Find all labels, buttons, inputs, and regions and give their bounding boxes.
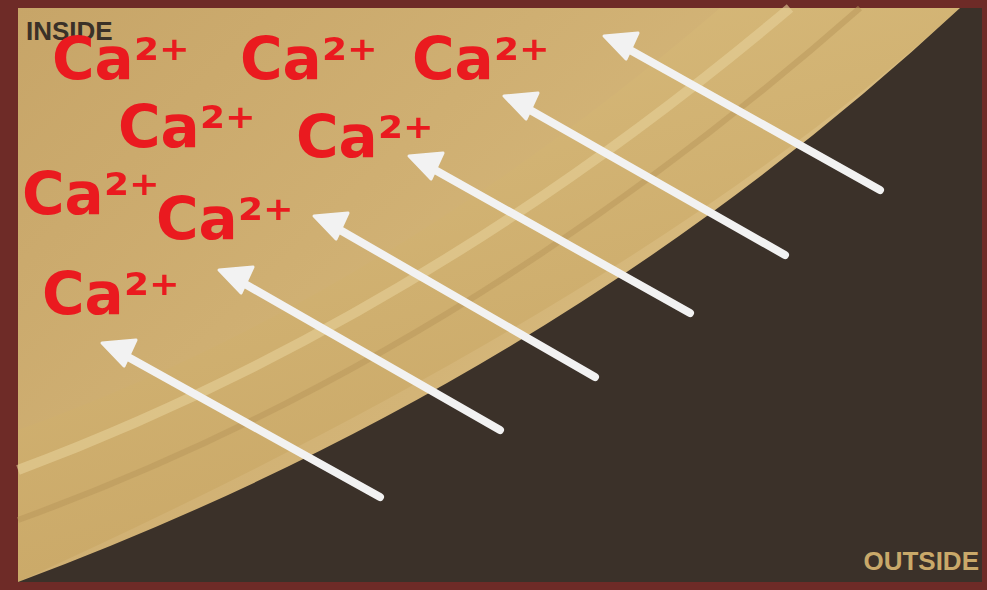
outside-region bbox=[18, 8, 982, 582]
inside-region bbox=[18, 8, 982, 582]
ion-label: Ca²⁺ bbox=[156, 190, 294, 248]
ion-label: Ca²⁺ bbox=[412, 30, 550, 88]
region-label: OUTSIDE bbox=[863, 548, 979, 574]
ion-label: Ca²⁺ bbox=[240, 30, 378, 88]
membrane-band bbox=[18, 8, 982, 582]
ion-label: Ca²⁺ bbox=[296, 108, 434, 166]
ion-label: Ca²⁺ bbox=[42, 265, 180, 323]
ion-label: Ca²⁺ bbox=[118, 98, 256, 156]
ion-label: Ca²⁺ bbox=[52, 30, 190, 88]
ion-flow-arrows bbox=[102, 33, 880, 497]
ion-label: Ca²⁺ bbox=[22, 165, 160, 223]
